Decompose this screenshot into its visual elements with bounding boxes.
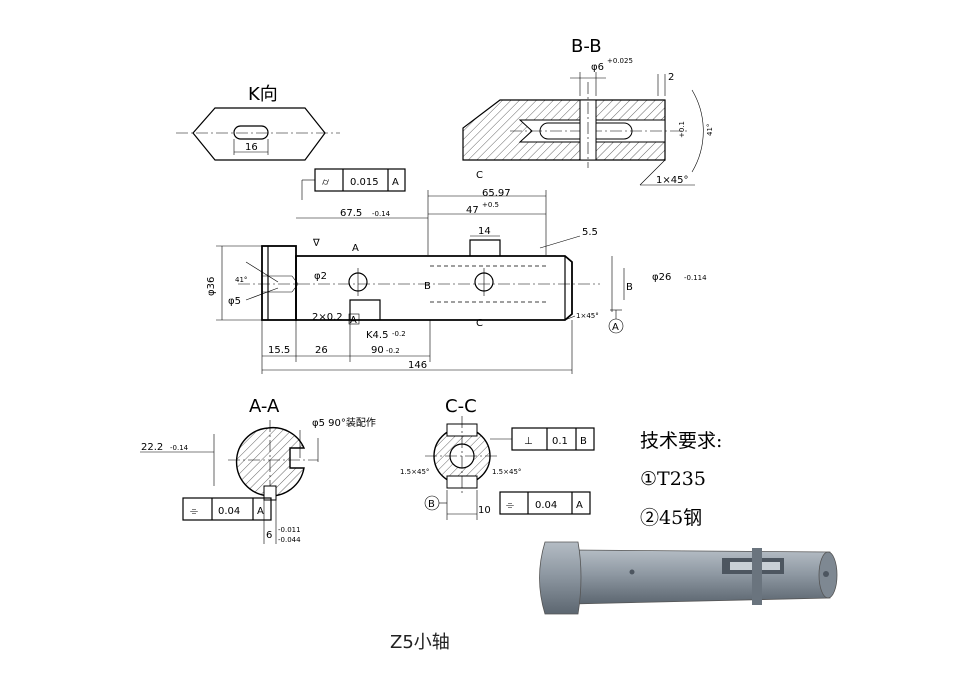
aa-tolerance-frame [182, 497, 272, 521]
svg-text:+0.5: +0.5 [482, 201, 499, 209]
aa-tol-datum: A [257, 506, 264, 517]
cc-sym-value: 0.04 [535, 500, 557, 511]
bb-bore-tol: +0.025 [607, 57, 633, 65]
dim-5-5: 5.5 [582, 227, 598, 238]
technical-requirements: 技术要求: ①T235 ②45钢 [640, 430, 722, 529]
dim-47: 47 [466, 205, 479, 216]
hole-dim-2: φ2 [314, 271, 327, 282]
aa-tol-value: 0.04 [218, 506, 240, 517]
shaft-slot-top [469, 239, 501, 256]
cc-title: C-C [445, 396, 477, 417]
svg-text:-0.044: -0.044 [278, 536, 301, 544]
cc-chamfer-left: 1.5×45° [400, 468, 429, 476]
cc-10-dim: 10 [478, 505, 491, 516]
bb-title: B-B [571, 36, 602, 57]
dim-146: 146 [408, 360, 427, 371]
svg-text:-0.14: -0.14 [170, 444, 189, 452]
main-tol-symbol: ⌭ [322, 177, 330, 188]
k-view-slot [233, 125, 269, 140]
aa-6-dim: 6 [266, 530, 272, 541]
shaft-body [295, 255, 573, 321]
bb-angle-dim: 41° [706, 124, 714, 136]
shaft-render [539, 541, 838, 615]
requirement-2: ②45钢 [640, 507, 702, 529]
cc-chamfer-right: 1.5×45° [492, 468, 521, 476]
cc-sym-frame [499, 491, 591, 515]
render-hole [629, 569, 635, 575]
shaft-slot-bottom [349, 299, 381, 320]
dim-15-5: 15.5 [268, 345, 290, 356]
svg-text:-0.14: -0.14 [372, 210, 391, 218]
requirements-heading: 技术要求: [640, 430, 722, 452]
dia36-dim: φ36 [206, 277, 217, 296]
drawing-title: Z5小轴 [390, 632, 450, 653]
chamfer-right: 1×45° [576, 312, 599, 320]
section-b-right: B [626, 282, 633, 293]
main-view: ⌭ 0.015 A 67.5 -0.14 65.97 C 47 +0.5 14 … [206, 168, 707, 374]
requirement-1: ①T235 [640, 468, 706, 490]
chamfer-left: 2×0.2 [312, 312, 343, 323]
section-c-bottom: C [476, 318, 483, 329]
section-a-bottom: A [350, 315, 357, 326]
bb-width-dim: 2 [668, 72, 674, 83]
svg-text:+0.1: +0.1 [678, 121, 686, 138]
svg-text:-0.114: -0.114 [684, 274, 707, 282]
shaft-head [261, 245, 297, 321]
cc-perp-symbol: ⊥ [524, 436, 533, 447]
dim-65: 65.97 [482, 188, 511, 199]
cc-sym-datum: A [576, 500, 583, 511]
dim-26: 26 [315, 345, 328, 356]
bb-bore-dim: φ6 [591, 62, 604, 73]
main-tol-value: 0.015 [350, 177, 379, 188]
bb-angle-arc [691, 89, 704, 173]
section-c-top: C [476, 170, 483, 181]
section-b-left: B [424, 281, 431, 292]
k-view: K向 16 [176, 84, 340, 161]
datum-a-label: A [612, 322, 619, 333]
aa-tol-symbol: ⌯ [190, 506, 198, 517]
svg-text:-0.011: -0.011 [278, 526, 301, 534]
cc-section: C-C 1.5×45° 1.5×45° ⊥ 0.1 B ⌯ 0.04 A B 1… [400, 396, 595, 520]
datum-b-label: B [428, 499, 435, 510]
dia26-dim: φ26 [652, 272, 671, 283]
hole-dim-5: φ5 [228, 296, 241, 307]
aa-22-dim: 22.2 [141, 442, 163, 453]
k-slot-dim: 16 [245, 142, 258, 153]
dim-90: 90 [371, 345, 384, 356]
svg-text:-0.2: -0.2 [392, 330, 406, 338]
cc-sym-symbol: ⌯ [506, 500, 514, 511]
section-a-top: A [352, 243, 359, 254]
aa-title: A-A [249, 396, 280, 417]
k-view-title: K向 [248, 84, 278, 105]
dim-k45: K4.5 [366, 330, 388, 341]
bb-chamfer-dim: 1×45° [656, 175, 688, 186]
bb-section: B-B φ6 +0.025 2 +0.1 41° 1×45° [462, 36, 714, 186]
aa-section: A-A φ5 90°装配作 22.2 -0.14 ⌯ 0.04 A 6 -0.0… [140, 396, 376, 544]
main-tol-datum: A [392, 177, 399, 188]
cc-perp-datum: B [580, 436, 587, 447]
dim-67: 67.5 [340, 208, 362, 219]
render-shaft [571, 549, 835, 605]
roughness-mark: ∇ [312, 238, 320, 249]
dim-14: 14 [478, 226, 491, 237]
render-head [539, 541, 582, 615]
cc-perp-value: 0.1 [552, 436, 568, 447]
main-angle-dim: 41° [235, 276, 247, 284]
aa-hole-dim: φ5 90°装配作 [312, 416, 376, 429]
svg-text:-0.2: -0.2 [386, 347, 400, 355]
